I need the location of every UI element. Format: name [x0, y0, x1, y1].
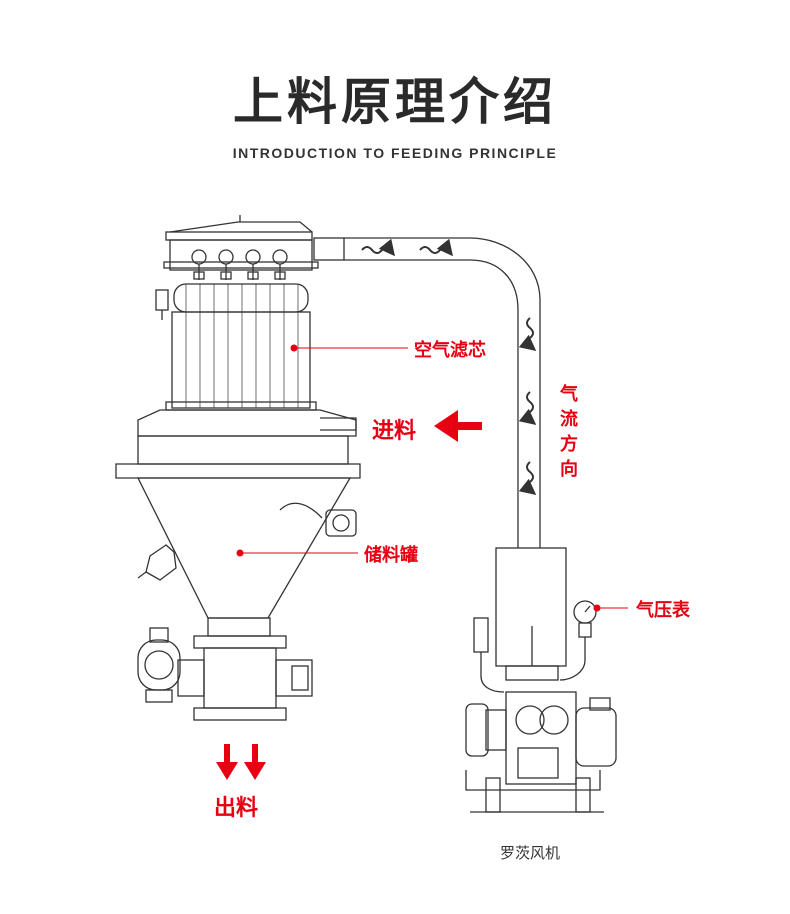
feed-in-arrow [434, 410, 482, 442]
pulse-valve-2 [218, 249, 234, 280]
page-title: 上料原理介绍 [233, 73, 557, 131]
label-airflow-direction: 气 流 方 向 [558, 382, 580, 482]
airflow-char: 流 [560, 409, 578, 430]
label-discharge: 出料 [214, 796, 259, 821]
flow-arrows [361, 238, 537, 496]
pulse-valve-1 [191, 249, 207, 280]
discharge-arrows [216, 744, 266, 780]
label-pressure-gauge: 气压表 [636, 600, 690, 621]
pulse-valve-4 [272, 249, 288, 280]
hopper-body [115, 409, 361, 637]
callouts [216, 344, 628, 780]
hopper-lid [165, 215, 313, 241]
page-subtitle: INTRODUCTION TO FEEDING PRINCIPLE [232, 145, 558, 161]
rotary-valve [137, 627, 313, 721]
air-pipe [313, 237, 541, 548]
filter-housing [155, 239, 319, 411]
label-feed-in: 进料 [372, 419, 417, 444]
label-roots-blower: 罗茨风机 [500, 844, 561, 862]
airflow-char: 方 [560, 434, 578, 455]
airflow-char: 向 [560, 459, 578, 480]
pulse-valve-3 [245, 249, 261, 280]
label-storage-tank: 储料罐 [364, 545, 418, 566]
airflow-char: 气 [560, 384, 578, 405]
label-air-filter: 空气滤芯 [414, 340, 486, 361]
roots-blower-assembly [465, 547, 617, 813]
